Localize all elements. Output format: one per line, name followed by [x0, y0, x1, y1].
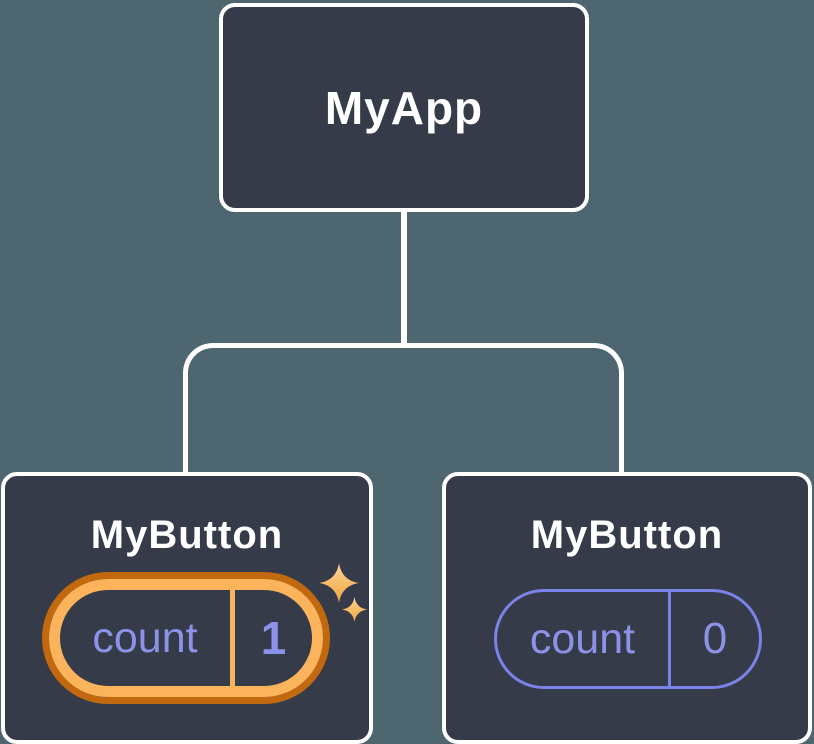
node-mybutton-right: MyButton count 0 — [442, 472, 812, 744]
state-key: count — [529, 614, 636, 663]
node-myapp: MyApp — [219, 3, 589, 212]
state-pill-highlighted: count 1 — [49, 579, 323, 697]
node-label: MyApp — [324, 81, 484, 134]
tree-connector-bracket — [183, 343, 624, 478]
sparkle-icon — [342, 597, 367, 622]
node-mybutton-left: MyButton count 1 — [1, 472, 373, 744]
state-value: 1 — [230, 590, 312, 686]
sparkle-icon — [319, 563, 359, 603]
state-key: count — [92, 613, 198, 662]
node-label: MyButton — [530, 513, 724, 557]
state-value: 0 — [668, 592, 759, 686]
tree-connector-stem — [401, 211, 407, 346]
node-label: MyButton — [90, 513, 284, 557]
state-pill: count 0 — [494, 589, 762, 689]
